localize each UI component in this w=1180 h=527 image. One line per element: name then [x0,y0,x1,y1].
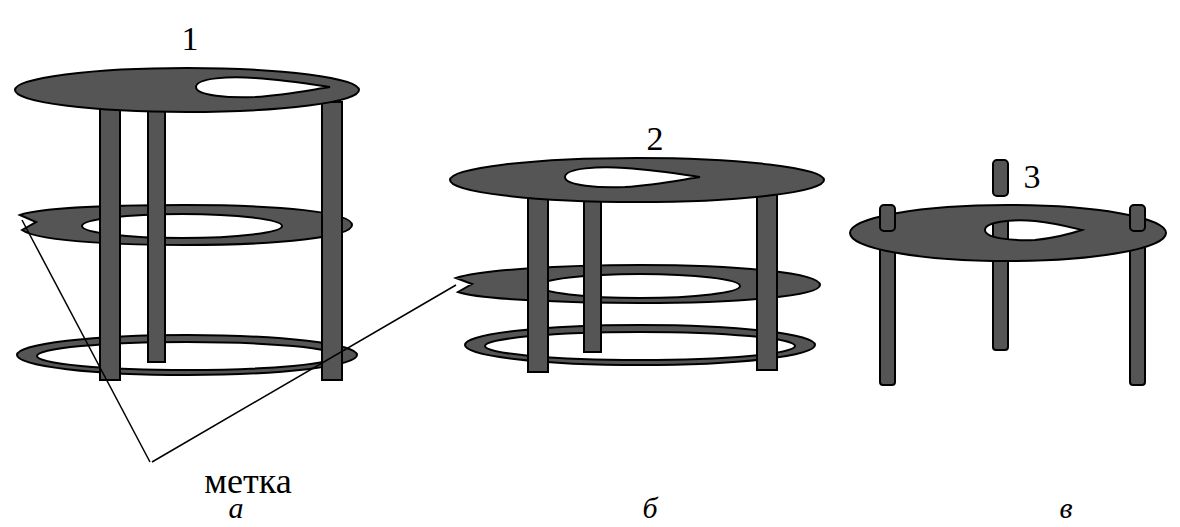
cassette-2 [450,158,824,372]
leader-lines [22,220,456,462]
subfigure-letter: а [229,493,244,523]
mark-label: метка [204,463,291,499]
callout-number: 3 [1024,160,1041,194]
callout-number: 2 [647,122,664,156]
cassette-3 [850,160,1166,385]
subfigure-letter: б [642,493,657,523]
callout-number: 1 [182,22,199,56]
subfigure-letter: в [1059,493,1072,523]
cassette-1 [15,68,359,380]
